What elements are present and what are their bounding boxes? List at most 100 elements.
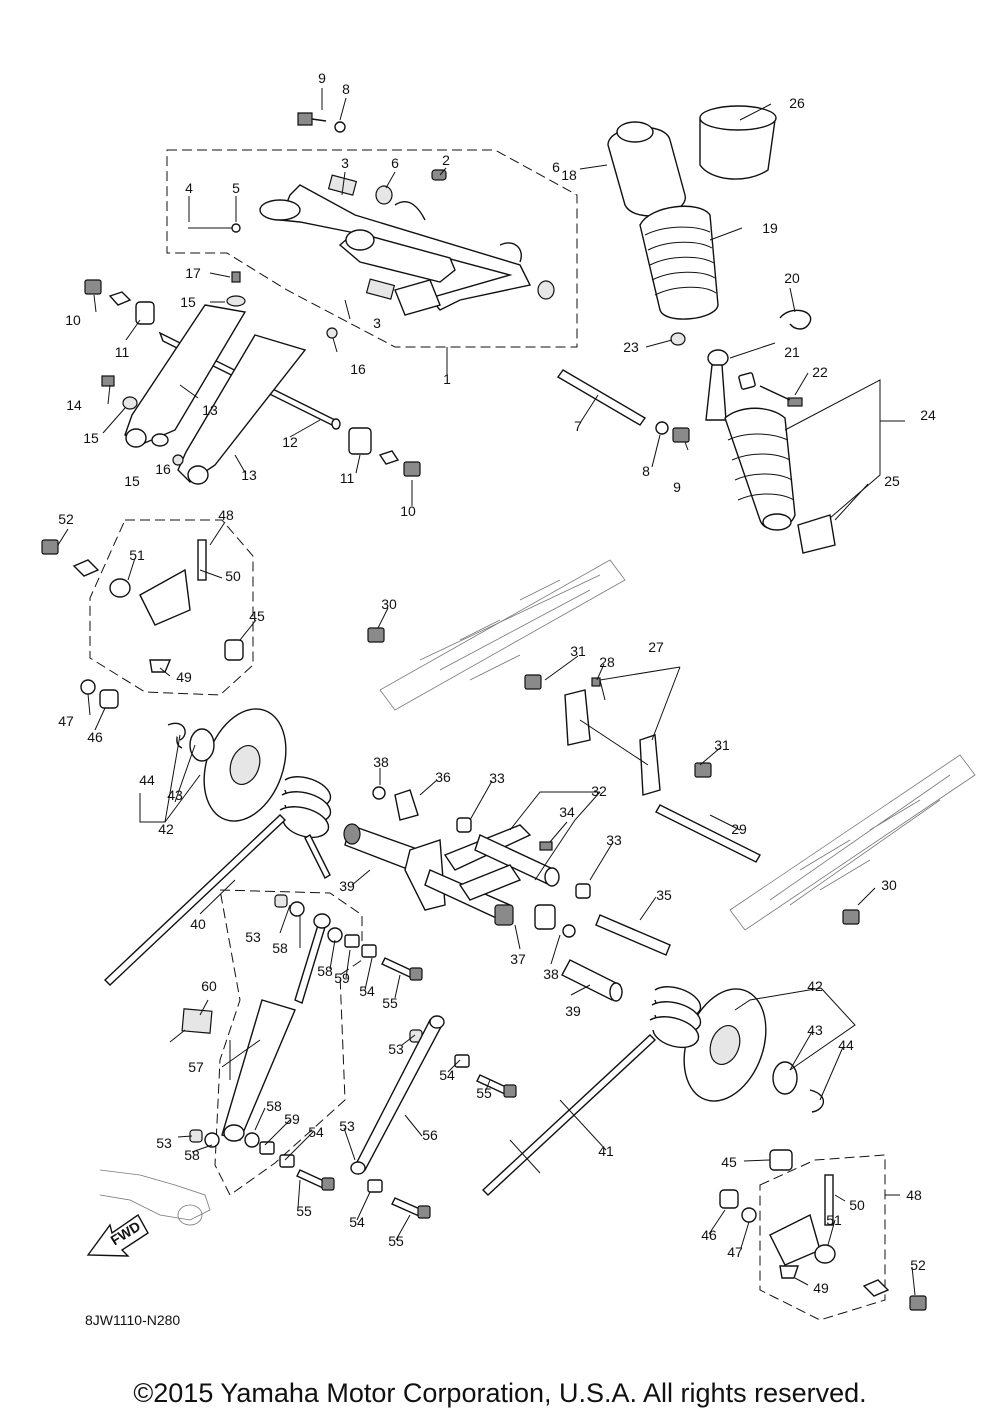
callout-52b: 52 (910, 1257, 926, 1273)
callout-10b: 10 (400, 503, 416, 519)
callout-8b: 8 (642, 463, 650, 479)
callout-59b: 59 (284, 1111, 300, 1127)
callout-55c: 55 (296, 1203, 312, 1219)
callout-5: 5 (232, 180, 240, 196)
callout-55d: 55 (388, 1233, 404, 1249)
callout-8: 8 (342, 81, 350, 97)
callout-33: 33 (489, 770, 505, 786)
callout-54d: 54 (349, 1214, 365, 1230)
callout-54b: 54 (439, 1067, 455, 1083)
callout-47b: 47 (727, 1244, 743, 1260)
callout-16b: 16 (155, 461, 171, 477)
copyright-notice: ©2015 Yamaha Motor Corporation, U.S.A. A… (133, 1378, 867, 1408)
callout-12: 12 (282, 434, 298, 450)
group-outline-48-left (89, 519, 254, 696)
rear-arm-assembly (259, 174, 532, 316)
callout-58: 58 (272, 940, 288, 956)
callout-40: 40 (190, 916, 206, 932)
callout-51b: 51 (826, 1212, 842, 1228)
callout-54: 54 (359, 983, 375, 999)
callout-57: 57 (188, 1059, 204, 1075)
callout-31b: 31 (714, 737, 730, 753)
callout-50b: 50 (849, 1197, 865, 1213)
callout-11: 11 (115, 344, 130, 360)
callout-28: 28 (599, 654, 615, 670)
callout-15b: 15 (83, 430, 99, 446)
callout-13b: 13 (241, 467, 257, 483)
callout-32: 32 (591, 783, 607, 799)
callout-34: 34 (559, 804, 575, 820)
callout-59: 59 (334, 970, 350, 986)
callout-30b: 30 (881, 877, 897, 893)
callout-60: 60 (201, 978, 217, 994)
callout-6b: 6 (552, 159, 560, 175)
idler-wheel-left (189, 708, 287, 822)
callout-11b: 11 (340, 470, 355, 486)
callout-15c: 15 (124, 473, 140, 489)
callout-51: 51 (129, 547, 145, 563)
callout-46b: 46 (701, 1227, 717, 1243)
callout-33b: 33 (606, 832, 622, 848)
callout-23: 23 (623, 339, 639, 355)
callout-2: 2 (442, 152, 450, 168)
callout-17: 17 (185, 265, 201, 281)
callout-29: 29 (731, 821, 747, 837)
callout-10: 10 (65, 312, 81, 328)
callout-43: 43 (167, 787, 183, 803)
callout-6: 6 (391, 155, 399, 171)
callout-35: 35 (656, 887, 672, 903)
front-arm-assembly (124, 304, 341, 485)
callout-45: 45 (249, 608, 265, 624)
callout-14: 14 (66, 397, 82, 413)
rear-shock-assembly (607, 105, 836, 554)
callout-3: 3 (341, 155, 349, 171)
callout-15: 15 (180, 294, 196, 310)
forward-direction-arrow: FWD (86, 1213, 149, 1257)
callout-26: 26 (789, 95, 805, 111)
torsion-spring-left (103, 776, 331, 986)
callout-37: 37 (510, 951, 526, 967)
parts-diagram: FWD (41, 70, 976, 1321)
callout-39: 39 (339, 878, 355, 894)
callout-48b: 48 (906, 1187, 922, 1203)
slide-rail-right (729, 754, 976, 931)
callout-58d: 58 (266, 1098, 282, 1114)
callout-9: 9 (318, 70, 326, 86)
callout-19: 19 (762, 220, 778, 236)
callout-38: 38 (373, 754, 389, 770)
callout-18: 18 (561, 167, 577, 183)
callout-54c: 54 (308, 1124, 324, 1140)
callout-9b: 9 (673, 479, 681, 495)
callout-41: 41 (598, 1143, 614, 1159)
callout-58c: 58 (184, 1147, 200, 1163)
front-arm-pivot (343, 786, 671, 1002)
callout-39b: 39 (565, 1003, 581, 1019)
callout-38b: 38 (543, 966, 559, 982)
callout-53c: 53 (156, 1135, 172, 1151)
callout-36: 36 (435, 769, 451, 785)
callout-13: 13 (202, 402, 218, 418)
callout-numbers: 9 8 3 6 2 4 5 17 15 10 11 3 16 1 6 18 26… (58, 70, 936, 1296)
group-outline-1 (166, 149, 578, 348)
torsion-spring-right (481, 986, 701, 1196)
callout-49b: 49 (813, 1280, 829, 1296)
callout-45b: 45 (721, 1154, 737, 1170)
callout-46: 46 (87, 729, 103, 745)
center-shock-assembly (181, 913, 331, 1142)
callout-52: 52 (58, 511, 74, 527)
callout-42b: 42 (807, 978, 823, 994)
callout-1: 1 (443, 371, 451, 387)
group-outline-57 (214, 889, 363, 1196)
callout-16: 16 (350, 361, 366, 377)
callout-53d: 53 (339, 1118, 355, 1134)
callout-24: 24 (920, 407, 936, 423)
callout-53: 53 (245, 929, 261, 945)
callout-58b: 58 (317, 963, 333, 979)
callout-20: 20 (784, 270, 800, 286)
leader-lines (57, 88, 916, 1296)
callout-48: 48 (218, 507, 234, 523)
callout-44: 44 (139, 772, 155, 788)
callout-25: 25 (884, 473, 900, 489)
callout-3b: 3 (373, 315, 381, 331)
callout-30: 30 (381, 596, 397, 612)
